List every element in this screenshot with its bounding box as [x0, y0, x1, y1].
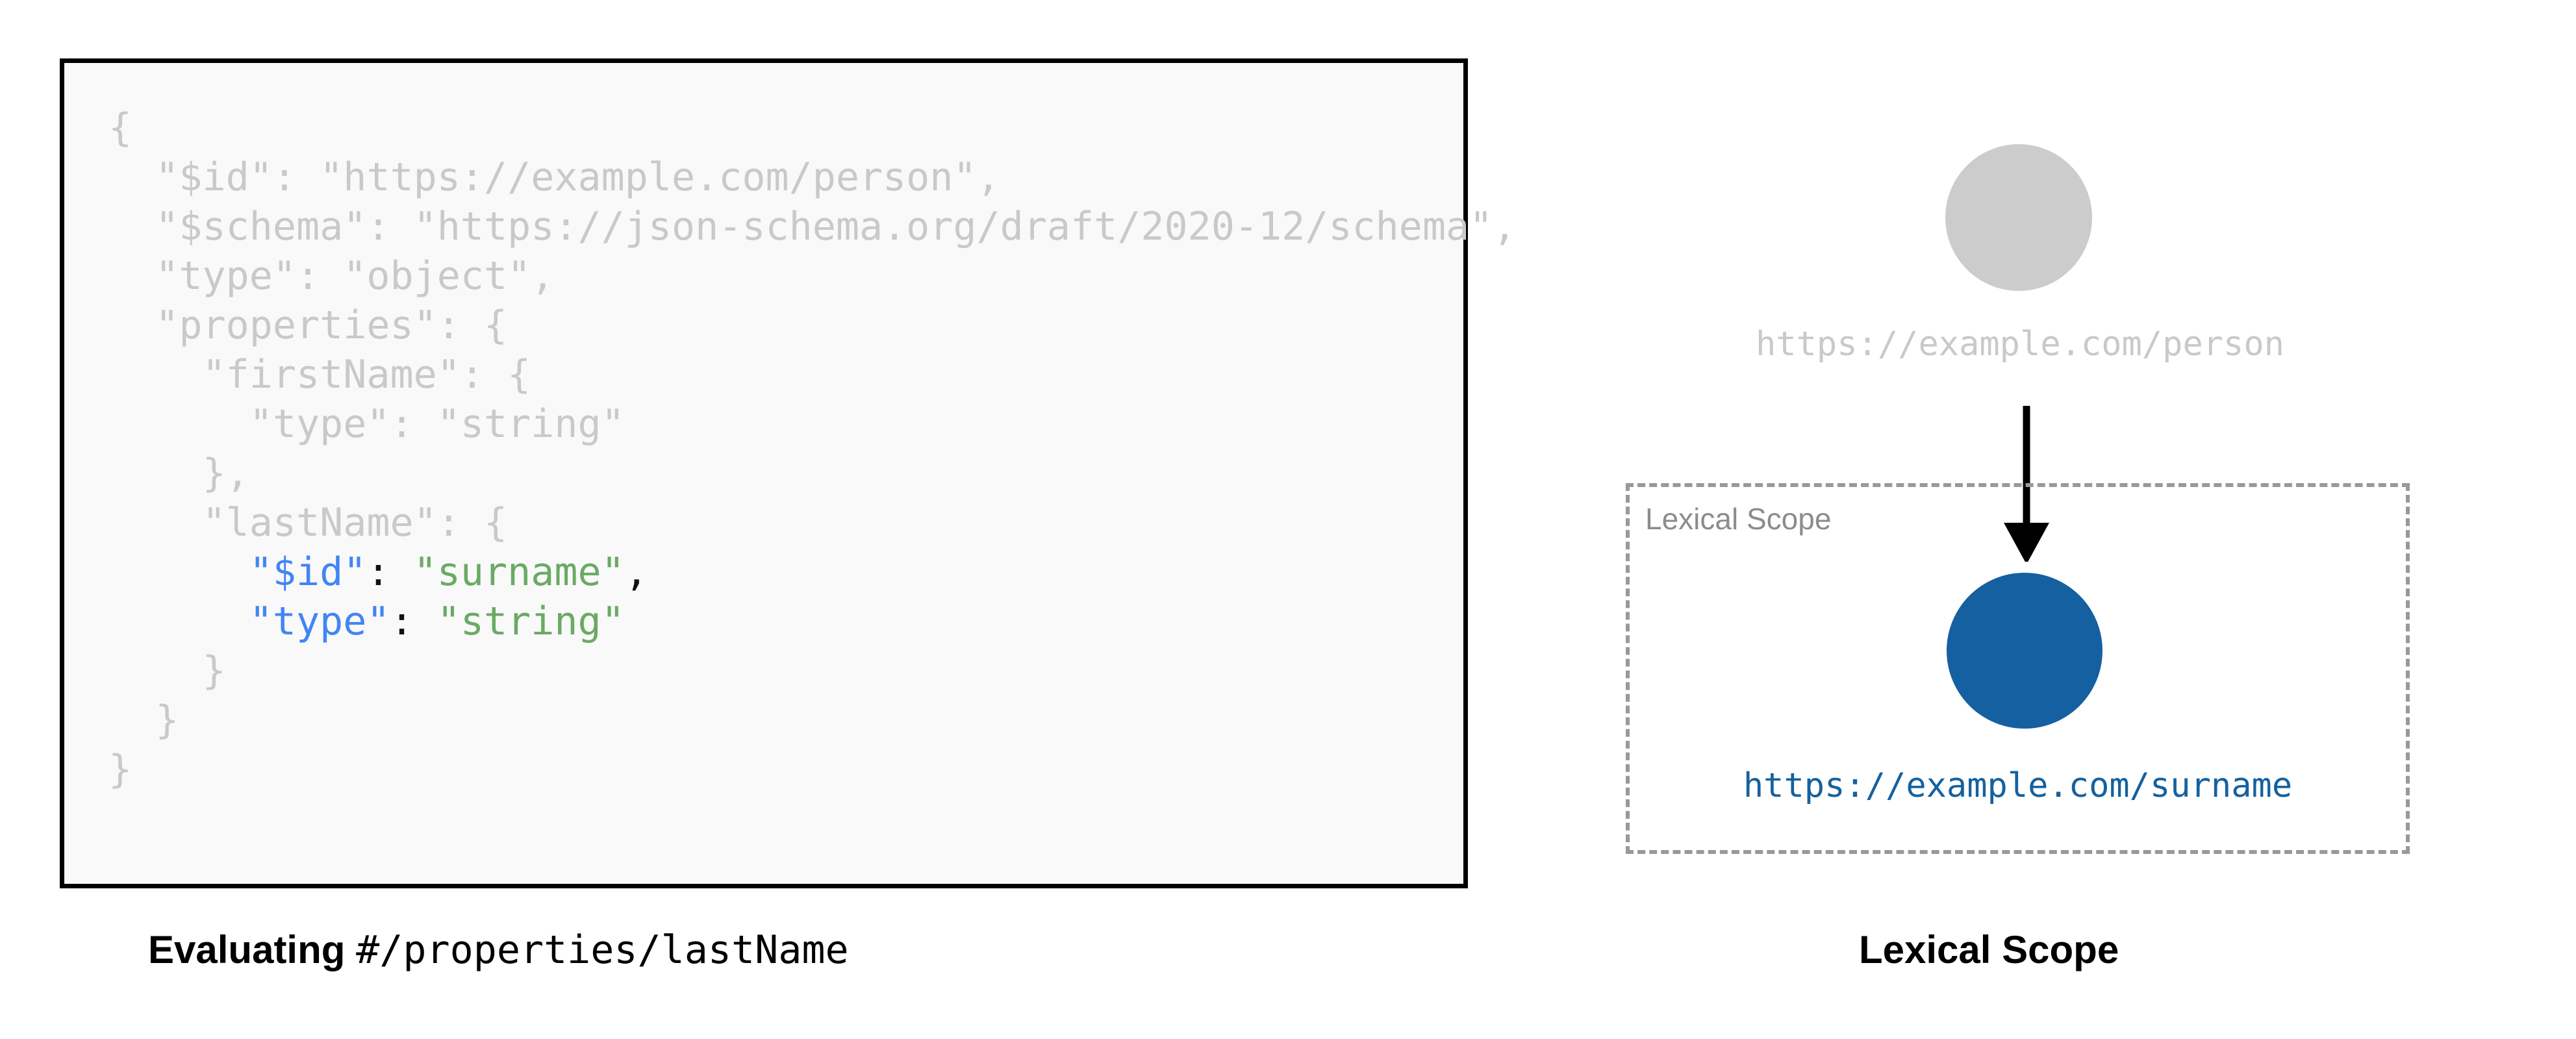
person-schema-node-circle — [1945, 144, 2092, 291]
code-token — [108, 549, 249, 595]
person-schema-node-label: https://example.com/person — [1756, 325, 2284, 364]
code-token: "$schema": "https://json-schema.org/draf… — [108, 204, 1517, 249]
code-token: } — [108, 747, 133, 792]
code-line: "properties": { — [108, 301, 1516, 350]
code-line: } — [108, 745, 1516, 794]
code-token: { — [108, 105, 133, 151]
code-line: "type": "object", — [108, 251, 1516, 301]
code-token: } — [108, 697, 179, 743]
code-line: "$schema": "https://json-schema.org/draf… — [108, 202, 1516, 251]
lexical-scope-box-label: Lexical Scope — [1645, 502, 1832, 536]
code-line: "lastName": { — [108, 498, 1516, 547]
code-token: "type" — [249, 599, 390, 644]
code-line: "$id": "https://example.com/person", — [108, 153, 1516, 202]
code-token: "properties": { — [108, 303, 508, 348]
code-token: "type": "string" — [108, 401, 625, 447]
code-token — [390, 549, 414, 595]
left-panel-caption: Evaluating #/properties/lastName — [148, 927, 849, 973]
code-token: } — [108, 648, 226, 694]
code-token: "type": "object", — [108, 253, 555, 299]
code-token: "string" — [436, 599, 625, 644]
code-token: "$id": "https://example.com/person", — [108, 155, 1000, 200]
surname-schema-node-circle — [1947, 573, 2102, 729]
caption-json-pointer: #/properties/lastName — [356, 927, 849, 973]
code-line: }, — [108, 449, 1516, 498]
code-line: "$id": "surname", — [108, 547, 1516, 597]
code-token: : — [390, 599, 414, 644]
code-token: "firstName": { — [108, 352, 531, 397]
json-schema-code-panel: { "$id": "https://example.com/person", "… — [60, 58, 1516, 888]
code-token — [414, 599, 437, 644]
json-schema-code-block: { "$id": "https://example.com/person", "… — [108, 103, 1516, 794]
code-token: "lastName": { — [108, 500, 508, 545]
code-token: "surname" — [413, 549, 625, 595]
caption-evaluating-label: Evaluating — [148, 928, 346, 971]
code-line: } — [108, 646, 1516, 695]
lexical-scope-diagram: https://example.com/person Lexical Scope… — [1559, 0, 2533, 909]
code-line: } — [108, 695, 1516, 745]
code-token: "$id" — [249, 549, 367, 595]
code-line: "type": "string" — [108, 597, 1516, 646]
code-token — [108, 599, 249, 644]
right-panel-caption: Lexical Scope — [1859, 928, 2119, 971]
code-line: { — [108, 103, 1516, 153]
surname-schema-node-label: https://example.com/surname — [1743, 766, 2293, 805]
caption-space — [345, 928, 356, 971]
code-line: "firstName": { — [108, 350, 1516, 399]
code-token: , — [624, 549, 648, 595]
code-line: "type": "string" — [108, 399, 1516, 449]
lexical-scope-boundary-box — [1626, 483, 2410, 854]
downward-arrow-icon — [2004, 406, 2049, 562]
code-token: }, — [108, 451, 249, 496]
code-token: : — [366, 549, 390, 595]
